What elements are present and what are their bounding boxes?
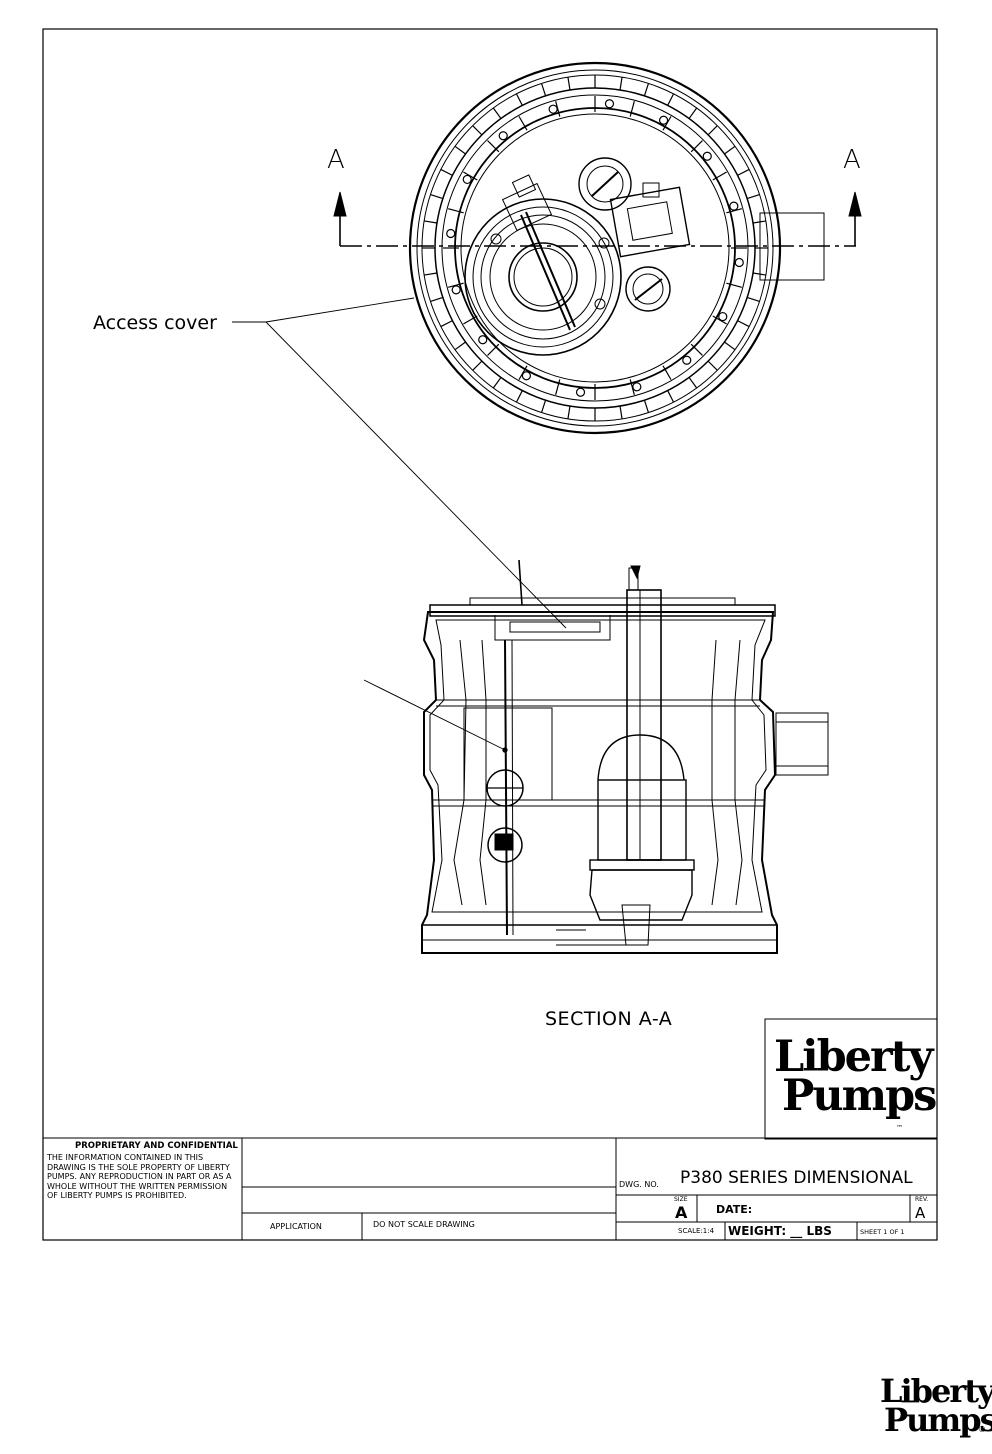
outer-rib xyxy=(454,145,466,155)
bolt-hole xyxy=(451,285,461,295)
rim-rib xyxy=(487,140,500,153)
outer-rib xyxy=(619,405,623,419)
proprietary-title: PROPRIETARY AND CONFIDENTIAL xyxy=(75,1141,238,1151)
outer-rib xyxy=(430,193,444,200)
size-value: A xyxy=(675,1203,688,1222)
bolt-hole xyxy=(658,115,669,125)
outer-rib xyxy=(454,341,466,351)
outer-rib xyxy=(492,377,502,389)
outer-rib xyxy=(707,360,718,371)
bolt-hole xyxy=(729,201,739,211)
rim-rib xyxy=(662,365,672,380)
section-view xyxy=(421,559,829,954)
bolt-hole xyxy=(718,311,728,322)
liberty-pumps-logo-footer: Liberty Pumps xyxy=(880,1375,992,1436)
logo-reg: ® xyxy=(978,1425,986,1434)
outer-rib xyxy=(667,390,675,403)
leader-lines xyxy=(232,297,567,753)
logo-tm: ™ xyxy=(896,1124,903,1132)
rim-rib xyxy=(555,379,561,395)
bolt-hole xyxy=(478,335,488,345)
outer-rib xyxy=(752,272,766,276)
outer-rib xyxy=(724,341,736,351)
section-marker-left: A xyxy=(327,145,345,175)
footer-logo-line1: Liberty xyxy=(880,1372,992,1410)
outer-rib xyxy=(667,93,675,106)
rev-label: REV. xyxy=(915,1196,929,1203)
rim-rib xyxy=(690,140,703,153)
scale-label: SCALE:1:4 xyxy=(678,1227,715,1235)
rim-rib xyxy=(629,101,635,117)
outer-rib xyxy=(472,360,483,371)
do-not-scale-label: DO NOT SCALE DRAWING xyxy=(373,1220,475,1229)
rim-rib xyxy=(518,116,528,131)
outer-rib xyxy=(737,168,750,176)
weight-label: WEIGHT: __ LBS xyxy=(728,1224,832,1238)
outer-rib xyxy=(424,272,438,276)
title-block xyxy=(43,1018,938,1240)
bolt-hole xyxy=(521,371,532,381)
outer-rib xyxy=(746,193,760,200)
rim-rib xyxy=(690,343,703,356)
outer-rib xyxy=(540,399,547,413)
bolt-hole xyxy=(682,355,692,365)
outer-rib xyxy=(688,107,698,119)
outer-rib xyxy=(619,77,623,91)
rim-rib xyxy=(448,208,464,214)
footer-logo-line2: Pumps xyxy=(884,1401,992,1439)
access-cover-outer xyxy=(464,198,622,356)
access-cover-label: Access cover xyxy=(93,312,217,334)
bolt-hole xyxy=(604,99,615,109)
outer-rib xyxy=(440,168,453,176)
outer-rib xyxy=(440,320,453,328)
outer-rib xyxy=(540,83,547,97)
bolt-hole xyxy=(498,131,508,141)
outer-rib xyxy=(515,93,523,106)
liberty-pumps-logo-titleblock: Liberty Pumps xyxy=(774,1032,937,1121)
date-label: DATE: xyxy=(716,1203,753,1216)
drawing-border xyxy=(42,28,938,1241)
bolt-hole xyxy=(734,257,744,268)
sheet-label: SHEET 1 OF 1 xyxy=(860,1228,905,1236)
rim-rib xyxy=(712,171,727,181)
bolt-hole xyxy=(702,151,712,161)
outer-rib xyxy=(567,77,571,91)
outer-rib xyxy=(515,390,523,403)
outer-rib xyxy=(688,377,698,389)
outer-rib xyxy=(472,125,483,136)
outer-rib xyxy=(567,405,571,419)
rev-value: A xyxy=(915,1204,926,1222)
outer-rib xyxy=(746,296,760,303)
bolt-hole xyxy=(632,382,642,392)
logo-line2: Pumps xyxy=(782,1071,937,1121)
outer-rib xyxy=(707,125,718,136)
proprietary-body: THE INFORMATION CONTAINED IN THIS DRAWIN… xyxy=(47,1153,232,1201)
dwg-no-label: DWG. NO. xyxy=(619,1180,659,1189)
outer-rib xyxy=(752,220,766,224)
outer-rib xyxy=(643,83,650,97)
logo-line1: Liberty xyxy=(774,1032,934,1082)
drawing-title: P380 SERIES DIMENSIONAL xyxy=(680,1168,913,1188)
rim-rib xyxy=(487,343,500,356)
application-label: APPLICATION xyxy=(270,1222,322,1231)
section-marker-right: A xyxy=(843,145,861,175)
rim-rib xyxy=(726,282,742,288)
outer-rib xyxy=(737,320,750,328)
bolt-hole xyxy=(446,228,456,239)
outlet-pipe-section xyxy=(775,712,829,776)
outer-rib xyxy=(424,220,438,224)
bolt-hole xyxy=(548,104,558,114)
bolt-hole xyxy=(575,387,586,397)
rim-rib xyxy=(463,315,478,325)
bolt-hole xyxy=(462,174,472,185)
size-label: SIZE xyxy=(674,1196,688,1203)
outer-rib xyxy=(643,399,650,413)
outer-rib xyxy=(724,145,736,155)
top-view xyxy=(333,61,862,435)
outer-rib xyxy=(492,107,502,119)
section-title: SECTION A-A xyxy=(545,1008,673,1030)
outer-rib xyxy=(430,296,444,303)
